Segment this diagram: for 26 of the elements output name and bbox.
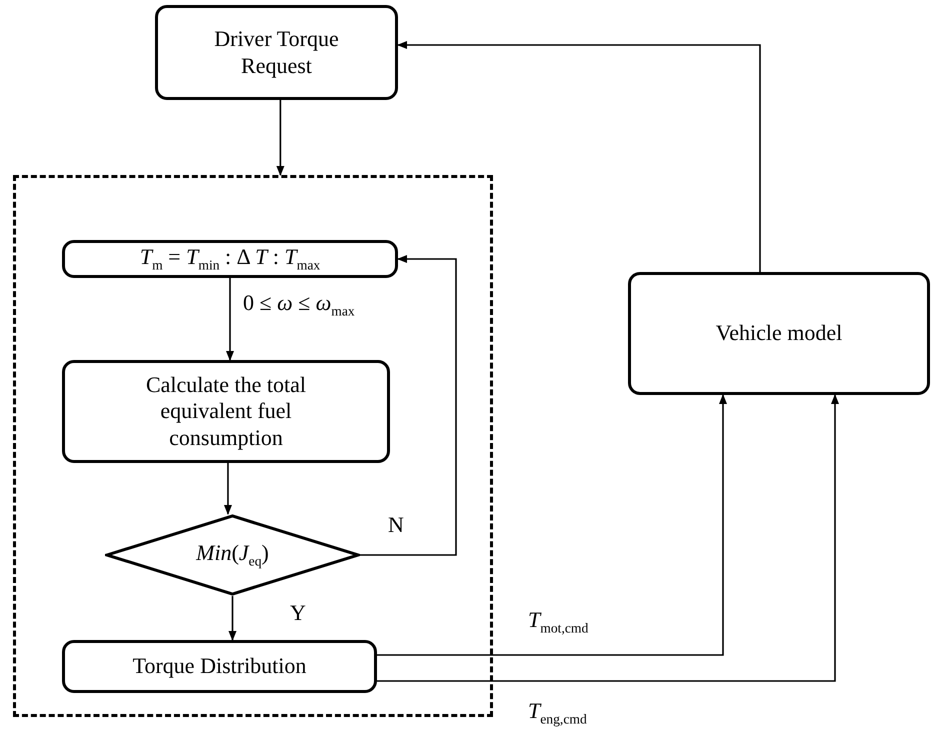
edge-label: N bbox=[388, 512, 404, 538]
node-text: Driver Torque Request bbox=[213, 26, 340, 79]
node-text: Calculate the total equivalent fuel consumption bbox=[144, 372, 308, 452]
edge-label: Y bbox=[290, 600, 306, 626]
decision-diamond bbox=[105, 514, 360, 596]
arrow bbox=[397, 41, 761, 272]
node-text: Min(J$_{eq}$) bbox=[194, 540, 270, 570]
arrow bbox=[360, 255, 457, 556]
arrow bbox=[276, 100, 284, 176]
edge-label: 0 ≤ ω ≤ ω$_{max}$ bbox=[243, 290, 355, 320]
process-box bbox=[62, 360, 390, 463]
arrow bbox=[224, 463, 232, 515]
process-box bbox=[628, 272, 930, 395]
node-text: T$_{m}$ = T$_{min}$ : Δ T : T$_{max}$ bbox=[138, 244, 322, 274]
arrow bbox=[228, 596, 236, 641]
arrow bbox=[226, 278, 234, 361]
edge-label: T$_{eng,cmd}$ bbox=[528, 698, 587, 728]
arrow bbox=[377, 394, 839, 682]
node-text: Torque Distribution bbox=[132, 653, 308, 680]
edge-label: T$_{mot,cmd}$ bbox=[528, 607, 588, 637]
process-box bbox=[62, 640, 377, 693]
process-box bbox=[62, 240, 398, 278]
arrow bbox=[377, 394, 727, 656]
process-box bbox=[155, 5, 398, 100]
node-text: Vehicle model bbox=[714, 320, 844, 347]
dashed-group-frame bbox=[13, 175, 493, 717]
